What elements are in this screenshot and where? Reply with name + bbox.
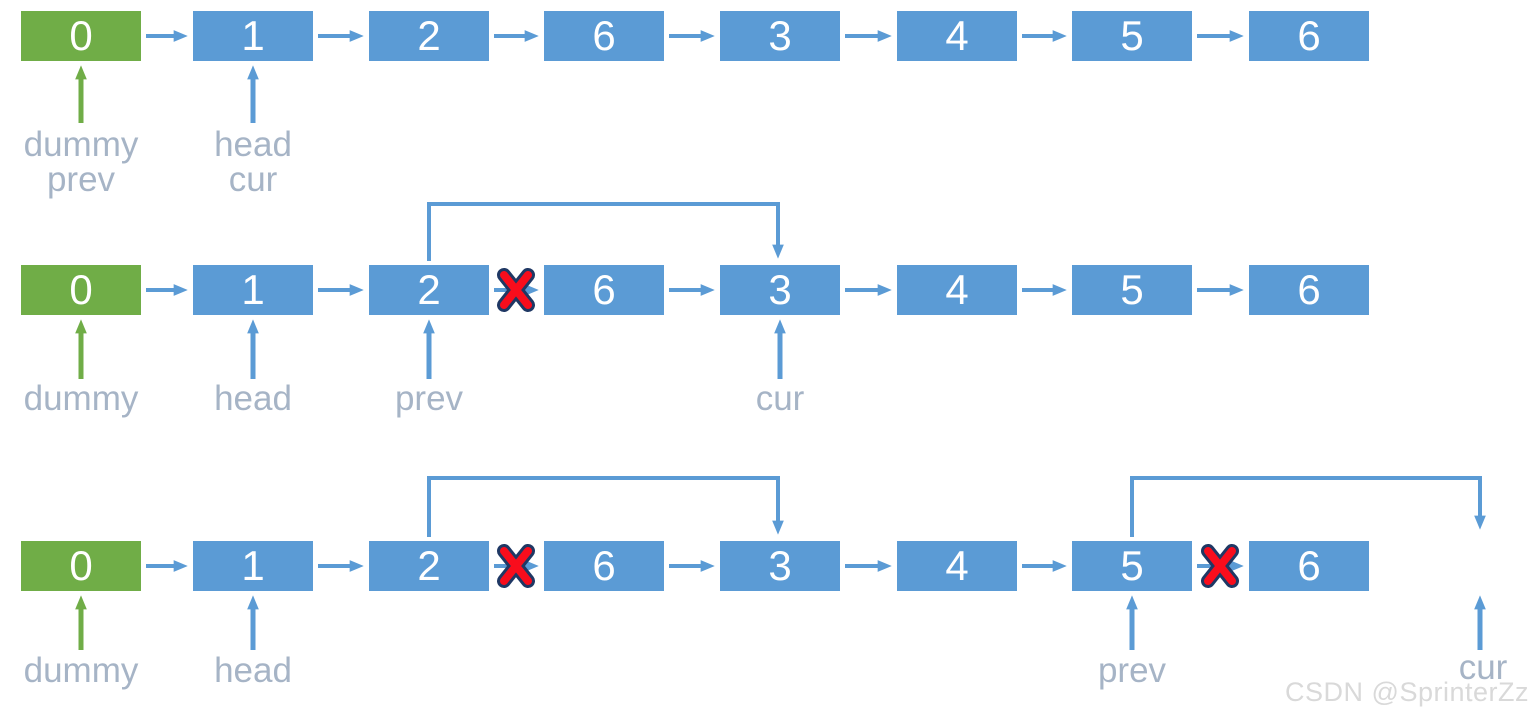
r2-node-dummy: 0 (18, 262, 144, 318)
r3-label-head: head (214, 651, 292, 690)
r1-node-6: 5 (1069, 8, 1195, 64)
r2-node-5: 4 (894, 262, 1020, 318)
r2-label-cur: cur (755, 379, 805, 418)
r2-node-3: 6 (541, 262, 667, 318)
r1-label-cur: cur (228, 160, 278, 199)
r3-node-6: 5 (1069, 538, 1195, 594)
r3-node-dummy: 0 (18, 538, 144, 594)
r1-node-3: 6 (541, 8, 667, 64)
r2-node-4: 3 (717, 262, 843, 318)
r3-label-dummy: dummy (23, 651, 139, 690)
r3-deleted-x-icon-2 (1201, 544, 1239, 588)
r3-bypass-arrow-2-to-3 (427, 476, 784, 537)
r2-node-1: 1 (190, 262, 316, 318)
r2-label-head: head (214, 379, 292, 418)
r1-node-5: 4 (894, 8, 1020, 64)
r2-label-dummy: dummy (23, 379, 139, 418)
r1-node-4: 3 (717, 8, 843, 64)
r1-label-prev: prev (46, 160, 116, 199)
r1-node-2: 2 (366, 8, 492, 64)
r3-bypass-arrow-5-to-null (1130, 476, 1486, 537)
r2-deleted-x-icon (497, 268, 535, 312)
r1-node-dummy: 0 (18, 8, 144, 64)
r3-label-cur: cur (1458, 648, 1508, 687)
r2-bypass-arrow-2-to-3 (427, 202, 784, 261)
r3-node-2: 2 (366, 538, 492, 594)
r3-node-4: 3 (717, 538, 843, 594)
r1-node-7: 6 (1246, 8, 1372, 64)
r2-node-2: 2 (366, 262, 492, 318)
r3-node-7: 6 (1246, 538, 1372, 594)
r2-node-7: 6 (1246, 262, 1372, 318)
r3-deleted-x-icon-1 (497, 544, 535, 588)
r2-node-6: 5 (1069, 262, 1195, 318)
r1-label-dummy: dummy (23, 125, 139, 164)
r1-label-head: head (214, 125, 292, 164)
r3-node-5: 4 (894, 538, 1020, 594)
r2-label-prev: prev (394, 379, 464, 418)
r3-node-1: 1 (190, 538, 316, 594)
r3-node-3: 6 (541, 538, 667, 594)
r1-node-1: 1 (190, 8, 316, 64)
r3-label-prev: prev (1097, 651, 1167, 690)
watermark: CSDN @SprinterZz (1285, 677, 1529, 707)
